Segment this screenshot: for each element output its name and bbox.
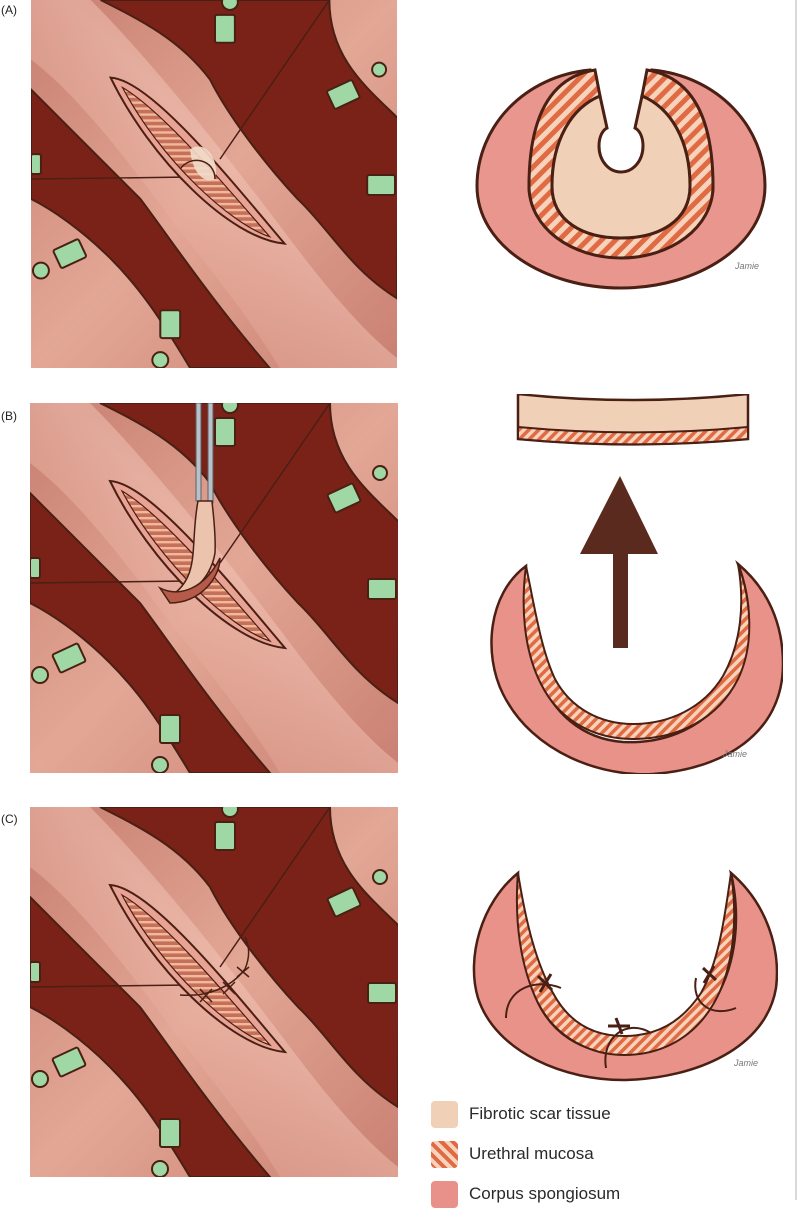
signature: Jamie bbox=[734, 1058, 759, 1068]
legend-label: Fibrotic scar tissue bbox=[469, 1104, 611, 1123]
cross-section-a: Jamie bbox=[475, 66, 767, 292]
arrow-up-icon bbox=[580, 476, 658, 648]
signature: Jamie bbox=[723, 749, 748, 759]
legend-label: Urethral mucosa bbox=[469, 1144, 594, 1163]
swatch-scar bbox=[431, 1100, 458, 1128]
right-border bbox=[795, 0, 797, 1200]
suture-stitches bbox=[505, 977, 737, 1069]
signature: Jamie bbox=[735, 261, 760, 271]
surgical-illustration-c bbox=[30, 807, 398, 1177]
panel-label-c: (C) bbox=[1, 812, 18, 826]
panel-label-a: (A) bbox=[1, 3, 17, 17]
surgical-illustration-b bbox=[30, 403, 398, 773]
surgical-illustration-a bbox=[30, 0, 398, 370]
legend-item-scar: Fibrotic scar tissue bbox=[431, 1094, 620, 1134]
legend: Fibrotic scar tissue Urethral mucosa Cor… bbox=[431, 1094, 620, 1214]
swatch-mucosa bbox=[431, 1140, 458, 1168]
swatch-spongiosum bbox=[431, 1180, 458, 1208]
legend-label: Corpus spongiosum bbox=[469, 1184, 621, 1203]
scar-tissue-exposed bbox=[190, 146, 216, 181]
suture-line bbox=[179, 936, 250, 997]
suture-knots bbox=[536, 965, 718, 1035]
suture-knots bbox=[199, 966, 250, 1003]
cross-section-b: Jamie bbox=[483, 394, 783, 774]
cross-section-c: Jamie bbox=[466, 868, 778, 1083]
panel-label-b: (B) bbox=[1, 409, 17, 423]
legend-item-mucosa: Urethral mucosa bbox=[431, 1134, 620, 1174]
legend-item-spongiosum: Corpus spongiosum bbox=[431, 1174, 620, 1214]
